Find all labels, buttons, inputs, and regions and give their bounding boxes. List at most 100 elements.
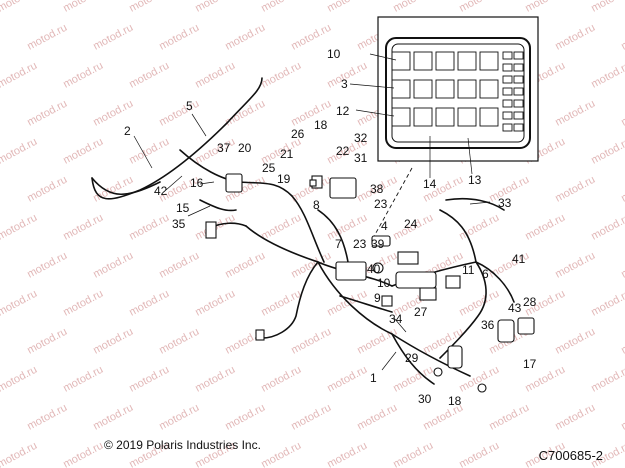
- callout-28: 28: [523, 295, 537, 309]
- watermark-text: motod.ru: [61, 60, 105, 91]
- watermark-text: motod.ru: [553, 174, 597, 205]
- callout-9: 9: [374, 291, 381, 305]
- callout-12: 12: [336, 104, 350, 118]
- watermark-text: motod.ru: [589, 288, 625, 319]
- watermark-text: motod.ru: [325, 0, 369, 15]
- watermark-text: motod.ru: [589, 364, 625, 395]
- watermark-text: motod.ru: [619, 22, 625, 53]
- watermark-text: motod.ru: [61, 0, 105, 15]
- watermark-text: motod.ru: [61, 212, 105, 243]
- watermark-text: motod.ru: [157, 402, 201, 433]
- callout-15: 15: [176, 201, 190, 215]
- harness-wires: [91, 77, 515, 385]
- callout-26: 26: [291, 127, 305, 141]
- watermark-text: motod.ru: [391, 440, 435, 468]
- watermark-text: motod.ru: [127, 212, 171, 243]
- callout-22: 22: [336, 144, 350, 158]
- watermark-text: motod.ru: [325, 440, 369, 468]
- callout-2: 2: [124, 124, 131, 138]
- callout-30: 30: [418, 392, 432, 406]
- watermark-text: motod.ru: [91, 22, 135, 53]
- watermark-text: motod.ru: [61, 288, 105, 319]
- watermark-text: motod.ru: [61, 136, 105, 167]
- watermark-text: motod.ru: [619, 326, 625, 357]
- watermark-text: motod.ru: [553, 250, 597, 281]
- watermark-text: motod.ru: [619, 402, 625, 433]
- callout-20: 20: [238, 141, 252, 155]
- watermark-text: motod.ru: [91, 402, 135, 433]
- watermark-text: motod.ru: [259, 440, 303, 468]
- watermark-text: motod.ru: [157, 250, 201, 281]
- watermark-text: motod.ru: [25, 250, 69, 281]
- callout-16: 16: [190, 176, 204, 190]
- watermark-text: motod.ru: [523, 212, 567, 243]
- callout-10: 10: [377, 276, 391, 290]
- watermark-text: motod.ru: [223, 250, 267, 281]
- callout-10: 10: [327, 47, 341, 61]
- watermark-text: motod.ru: [127, 60, 171, 91]
- callout-36: 36: [481, 318, 495, 332]
- watermark-text: motod.ru: [25, 98, 69, 129]
- watermark-text: motod.ru: [523, 0, 567, 15]
- callout-23: 23: [374, 197, 388, 211]
- callout-37: 37: [217, 141, 231, 155]
- watermark-text: motod.ru: [289, 326, 333, 357]
- watermark-text: motod.ru: [553, 98, 597, 129]
- watermark-text: motod.ru: [127, 0, 171, 15]
- callout-14: 14: [423, 177, 437, 191]
- watermark-text: motod.ru: [553, 22, 597, 53]
- callout-29: 29: [405, 351, 419, 365]
- watermark-text: motod.ru: [193, 136, 237, 167]
- callout-8: 8: [313, 198, 320, 212]
- watermark-text: motod.ru: [127, 136, 171, 167]
- watermark-text: motod.ru: [25, 326, 69, 357]
- watermark-text: motod.ru: [91, 250, 135, 281]
- callout-32: 32: [354, 131, 368, 145]
- watermark-text: motod.ru: [91, 174, 135, 205]
- fuse-box-inset: [377, 16, 539, 162]
- watermark-text: motod.ru: [589, 212, 625, 243]
- callout-23: 23: [353, 237, 367, 251]
- callout-5: 5: [186, 99, 193, 113]
- figure-code: C700685-2: [538, 448, 603, 463]
- callout-38: 38: [370, 182, 384, 196]
- callout-35: 35: [172, 217, 186, 231]
- watermark-text: motod.ru: [193, 288, 237, 319]
- watermark-text: motod.ru: [91, 326, 135, 357]
- watermark-text: motod.ru: [223, 98, 267, 129]
- watermark-text: motod.ru: [157, 98, 201, 129]
- watermark-text: motod.ru: [0, 364, 39, 395]
- watermark-text: motod.ru: [457, 440, 501, 468]
- watermark-text: motod.ru: [289, 402, 333, 433]
- watermark-text: motod.ru: [223, 402, 267, 433]
- callout-18: 18: [314, 118, 328, 132]
- callout-3: 3: [341, 77, 348, 91]
- watermark-text: motod.ru: [25, 22, 69, 53]
- watermark-text: motod.ru: [391, 0, 435, 15]
- callout-41: 41: [512, 252, 526, 266]
- watermark-text: motod.ru: [619, 98, 625, 129]
- callout-7: 7: [335, 237, 342, 251]
- watermark-text: motod.ru: [457, 0, 501, 15]
- watermark-text: motod.ru: [25, 174, 69, 205]
- watermark-text: motod.ru: [0, 0, 39, 15]
- watermark-text: motod.ru: [259, 0, 303, 15]
- watermark-text: motod.ru: [589, 60, 625, 91]
- callout-labels: 10 3 12 14 13 5 2 26 18 32 37 20 21 22 3…: [124, 47, 537, 408]
- watermark-text: motod.ru: [61, 364, 105, 395]
- callout-6: 6: [482, 267, 489, 281]
- watermark-text: motod.ru: [355, 402, 399, 433]
- watermark-text: motod.ru: [589, 136, 625, 167]
- watermark-text: motod.ru: [325, 364, 369, 395]
- callout-18: 18: [448, 394, 462, 408]
- watermark-text: motod.ru: [25, 402, 69, 433]
- watermark-text: motod.ru: [0, 136, 39, 167]
- callout-13: 13: [468, 173, 482, 187]
- leader-lines: [133, 53, 491, 371]
- callout-21: 21: [280, 147, 294, 161]
- callout-31: 31: [354, 151, 368, 165]
- watermark-text: motod.ru: [193, 0, 237, 15]
- callout-19: 19: [277, 172, 291, 186]
- watermark-text: motod.ru: [619, 174, 625, 205]
